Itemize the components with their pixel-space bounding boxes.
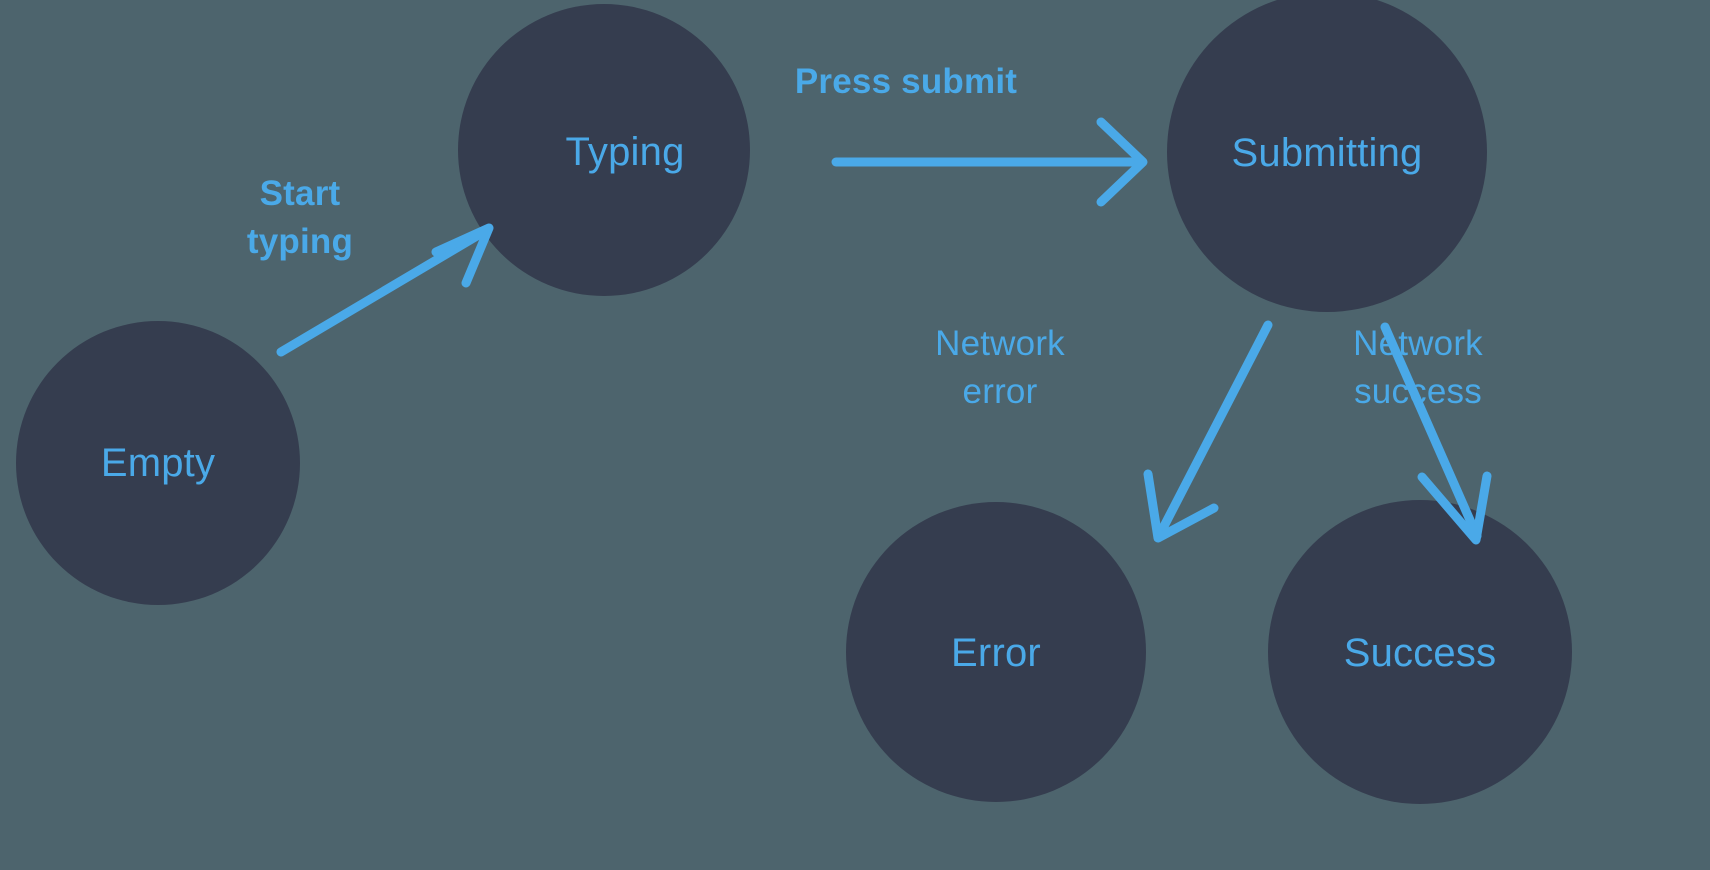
- node-submitting-circle[interactable]: [1167, 0, 1487, 312]
- edge-typing-to-submitting-arrowhead: [1096, 117, 1148, 207]
- node-typing-label: Typing: [565, 130, 684, 174]
- edge-submitting-to-error: Network error: [935, 320, 1273, 543]
- node-success-label: Success: [1344, 631, 1497, 675]
- edge-submitting-to-success-label-line2: success: [1354, 372, 1482, 411]
- edge-submitting-to-error-label-line1: Network: [935, 324, 1065, 363]
- edge-empty-to-typing: Start typing: [247, 174, 494, 357]
- node-typing[interactable]: Typing: [458, 4, 750, 296]
- node-error-label: Error: [951, 631, 1041, 675]
- node-submitting[interactable]: Submitting: [1167, 0, 1487, 312]
- node-empty-label: Empty: [101, 441, 215, 485]
- node-success-circle[interactable]: [1268, 500, 1572, 804]
- edge-empty-to-typing-label-line1: Start: [260, 174, 341, 213]
- edge-submitting-to-success-line: [1380, 322, 1482, 541]
- node-empty[interactable]: Empty: [16, 321, 300, 605]
- edge-submitting-to-error-line: [1155, 320, 1273, 539]
- node-error[interactable]: Error: [846, 502, 1146, 802]
- edge-submitting-to-success-label-line1: Network: [1353, 324, 1483, 363]
- node-empty-circle[interactable]: [16, 321, 300, 605]
- edge-typing-to-submitting-label: Press submit: [795, 62, 1017, 101]
- node-submitting-label: Submitting: [1232, 131, 1423, 175]
- edge-submitting-to-error-arrowhead: [1143, 469, 1219, 543]
- edge-submitting-to-error-label-line2: error: [963, 372, 1038, 411]
- node-error-circle[interactable]: [846, 502, 1146, 802]
- edge-empty-to-typing-arrowhead: [431, 223, 494, 288]
- edge-submitting-to-success-arrowhead: [1417, 471, 1492, 545]
- edge-submitting-to-success: Network success: [1353, 322, 1492, 545]
- node-typing-circle[interactable]: [458, 4, 750, 296]
- edge-empty-to-typing-label-line2: typing: [247, 222, 353, 261]
- edge-typing-to-submitting: Press submit: [795, 62, 1148, 207]
- node-success[interactable]: Success: [1268, 500, 1572, 804]
- edge-empty-to-typing-line: [276, 225, 492, 357]
